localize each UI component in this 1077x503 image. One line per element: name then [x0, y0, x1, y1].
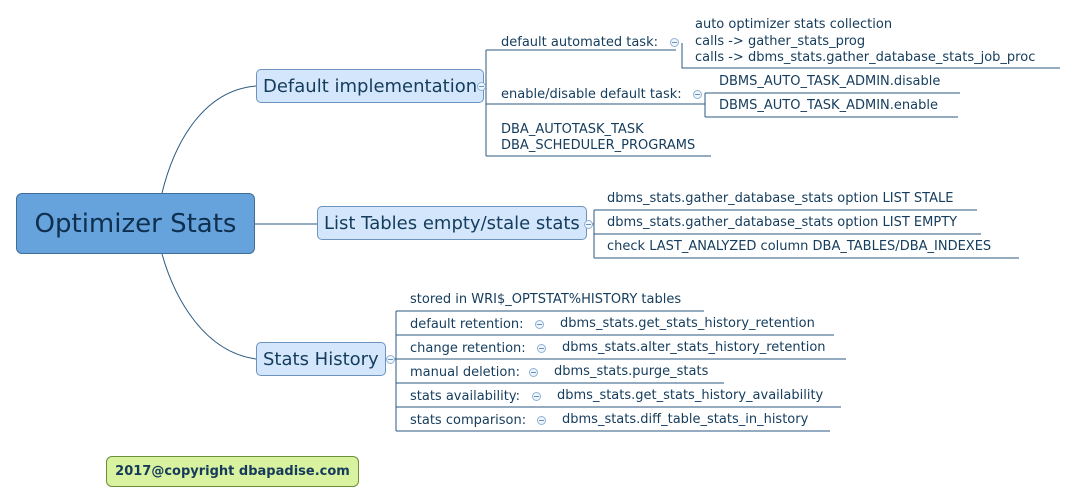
change-retention-value[interactable]: dbms_stats.alter_stats_history_retention — [562, 340, 826, 355]
manual-deletion-label[interactable]: manual deletion: — [410, 365, 520, 380]
collapse-icon[interactable] — [693, 90, 702, 99]
root-topic[interactable]: Optimizer Stats — [16, 193, 255, 254]
connector-root-history — [161, 253, 257, 360]
enable-option[interactable]: DBMS_AUTO_TASK_ADMIN.enable — [719, 98, 938, 113]
connector-default-children — [475, 50, 487, 156]
enable-disable-label[interactable]: enable/disable default task: — [501, 87, 682, 102]
automated-task-label[interactable]: default automated task: — [501, 35, 658, 50]
default-retention-label[interactable]: default retention: — [410, 317, 524, 332]
stored-in-history-tables[interactable]: stored in WRI$_OPTSTAT%HISTORY tables — [410, 292, 682, 307]
branch-stats-history[interactable]: Stats History — [256, 342, 386, 376]
change-retention-label[interactable]: change retention: — [410, 341, 526, 356]
automated-task-line-1[interactable]: auto optimizer stats collection — [695, 17, 893, 32]
collapse-icon[interactable] — [670, 38, 679, 47]
last-analyzed-item[interactable]: check LAST_ANALYZED column DBA_TABLES/DB… — [607, 239, 992, 254]
stats-availability-label[interactable]: stats availability: — [410, 389, 520, 404]
automated-task-line-3[interactable]: calls -> dbms_stats.gather_database_stat… — [695, 50, 1036, 65]
collapse-icon[interactable] — [537, 416, 546, 425]
stats-comparison-value[interactable]: dbms_stats.diff_table_stats_in_history — [562, 412, 809, 427]
collapse-icon[interactable] — [386, 355, 395, 364]
collapse-icon[interactable] — [584, 220, 593, 229]
list-empty-item[interactable]: dbms_stats.gather_database_stats option … — [607, 215, 958, 230]
manual-deletion-value[interactable]: dbms_stats.purge_stats — [554, 364, 709, 379]
list-stale-item[interactable]: dbms_stats.gather_database_stats option … — [607, 191, 954, 206]
collapse-icon[interactable] — [529, 368, 538, 377]
view-scheduler-programs[interactable]: DBA_SCHEDULER_PROGRAMS — [501, 138, 696, 153]
default-retention-value[interactable]: dbms_stats.get_stats_history_retention — [560, 316, 815, 331]
collapse-icon[interactable] — [532, 392, 541, 401]
collapse-icon[interactable] — [537, 344, 546, 353]
copyright-badge: 2017@copyright dbapadise.com — [106, 456, 359, 487]
collapse-icon[interactable] — [477, 82, 486, 91]
automated-task-line-2[interactable]: calls -> gather_stats_prog — [695, 34, 866, 49]
stats-comparison-label[interactable]: stats comparison: — [410, 413, 527, 428]
collapse-icon[interactable] — [535, 320, 544, 329]
branch-default-implementation[interactable]: Default implementation — [256, 69, 485, 103]
connector-root-default — [161, 85, 257, 194]
branch-list-tables[interactable]: List Tables empty/stale stats — [317, 206, 587, 240]
disable-option[interactable]: DBMS_AUTO_TASK_ADMIN.disable — [719, 74, 941, 89]
view-autotask-task[interactable]: DBA_AUTOTASK_TASK — [501, 122, 644, 137]
stats-availability-value[interactable]: dbms_stats.get_stats_history_availabilit… — [557, 388, 824, 403]
